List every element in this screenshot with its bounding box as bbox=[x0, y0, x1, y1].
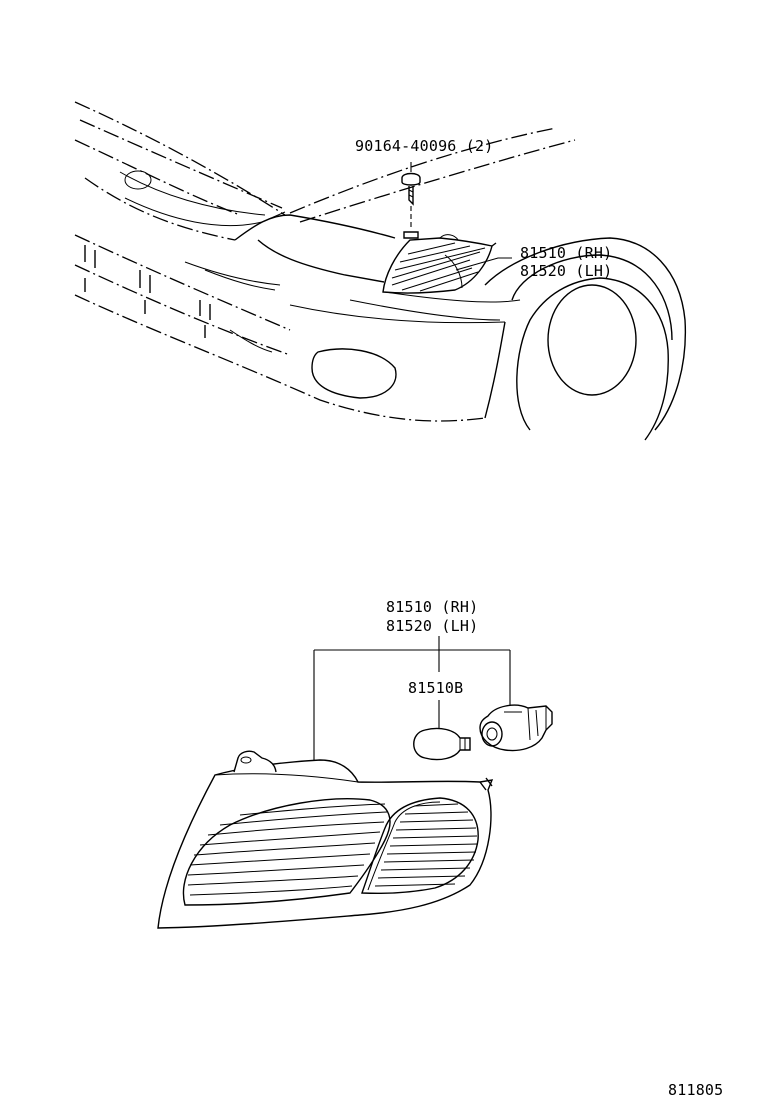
lens-ribs-right bbox=[374, 803, 478, 887]
bulb-icon bbox=[413, 727, 471, 761]
vehicle-front-view bbox=[74, 101, 687, 441]
leader-lines bbox=[313, 636, 511, 760]
screw-icon bbox=[401, 172, 421, 206]
bulb-socket-icon bbox=[479, 704, 553, 752]
callout-screw: 90164-40096 (2) bbox=[355, 137, 493, 155]
turn-signal-lamp-assembly bbox=[157, 750, 494, 929]
callout-lower-lamp-lh: 81520 (LH) bbox=[386, 617, 478, 635]
callout-bulb-socket: 81510B bbox=[408, 679, 463, 697]
callout-lower-lamp-rh: 81510 (RH) bbox=[386, 598, 478, 616]
callout-upper-lamp-lh: 81520 (LH) bbox=[520, 262, 612, 280]
diagram-id: 811805 bbox=[668, 1081, 723, 1099]
lens-ribs-left bbox=[187, 803, 388, 896]
upper-lamp-leader bbox=[455, 257, 512, 271]
callout-upper-lamp-rh: 81510 (RH) bbox=[520, 244, 612, 262]
